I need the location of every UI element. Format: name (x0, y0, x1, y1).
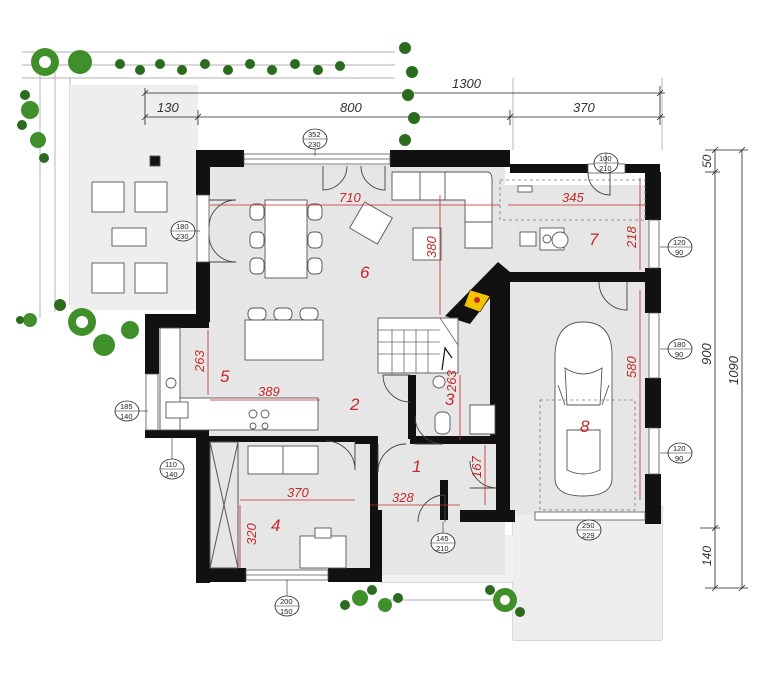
dim-top-offset: 50 (700, 154, 714, 168)
svg-text:120: 120 (673, 444, 686, 453)
dim-living-depth: 380 (424, 236, 439, 258)
dim-hall-depth: 167 (469, 456, 484, 478)
interior-dimension-lines (207, 178, 645, 568)
stair-treads (378, 317, 459, 373)
fireplace-icon (463, 289, 491, 313)
dim-kitchen-depth: 263 (192, 350, 207, 373)
opening-tag: 180 90 (667, 338, 693, 360)
svg-text:90: 90 (675, 454, 683, 463)
opening-tag: 250 229 (576, 519, 602, 541)
terrace (70, 85, 198, 310)
room-number-1: 1 (412, 457, 421, 476)
svg-text:230: 230 (176, 232, 189, 241)
svg-text:140: 140 (165, 470, 178, 479)
dim-terrace-width: 130 (157, 100, 179, 115)
svg-text:230: 230 (308, 140, 321, 149)
room-number-4: 4 (271, 516, 280, 535)
opening-tag: 120 90 (667, 236, 693, 258)
dim-entry-width: 328 (392, 490, 414, 505)
room-number-2: 2 (349, 395, 360, 414)
svg-text:90: 90 (675, 248, 683, 257)
dim-room4-width: 370 (287, 485, 309, 500)
wardrobe (209, 441, 239, 569)
svg-text:180: 180 (673, 340, 686, 349)
svg-text:250: 250 (582, 521, 595, 530)
opening-tag: 200 150 (274, 595, 300, 617)
svg-text:352: 352 (308, 130, 321, 139)
room-number-8: 8 (580, 417, 590, 436)
plants (16, 42, 525, 617)
svg-text:210: 210 (599, 164, 612, 173)
doors (208, 165, 628, 523)
svg-text:120: 120 (673, 238, 686, 247)
garage-parking-outline (499, 179, 646, 511)
svg-text:110: 110 (165, 460, 177, 469)
svg-text:185: 185 (120, 402, 133, 411)
svg-text:90: 90 (675, 350, 683, 359)
room-number-7: 7 (589, 230, 599, 249)
dim-total-depth: 1090 (726, 355, 741, 385)
opening-tag: 180 230 (170, 220, 196, 242)
svg-text:100: 100 (599, 154, 612, 163)
dim-garage-width: 370 (573, 100, 595, 115)
opening-tag: 110 140 (159, 458, 185, 480)
opening-tag: 120 90 (667, 442, 693, 464)
dim-bottom-offset: 140 (700, 546, 714, 566)
dim-total-width: 1300 (452, 76, 482, 91)
dim-room4-depth: 320 (244, 523, 259, 545)
svg-text:145: 145 (436, 534, 449, 543)
dim-garage-depth: 580 (624, 356, 639, 378)
dim-house-width: 800 (340, 100, 362, 115)
svg-text:229: 229 (582, 531, 595, 540)
dim-living-width: 710 (339, 190, 361, 205)
svg-text:180: 180 (176, 222, 189, 231)
dim-boiler-depth: 218 (624, 226, 639, 249)
room-number-3: 3 (445, 390, 455, 409)
dim-boiler-width: 345 (562, 190, 584, 205)
dim-house-depth: 900 (699, 343, 714, 365)
opening-tag: 145 210 (430, 532, 456, 554)
svg-text:150: 150 (280, 607, 293, 616)
dim-bath-depth: 263 (444, 370, 459, 393)
tag-leader-lines (139, 149, 668, 596)
opening-tag: 352 230 (302, 128, 328, 150)
furniture (159, 171, 613, 569)
opening-tag: 185 140 (114, 400, 140, 422)
svg-text:140: 140 (120, 412, 133, 421)
room-number-6: 6 (360, 263, 370, 282)
svg-text:210: 210 (436, 544, 449, 553)
room-number-5: 5 (220, 367, 230, 386)
dim-kitchen-width: 389 (258, 384, 280, 399)
svg-text:200: 200 (280, 597, 293, 606)
terrace-furniture (91, 155, 168, 294)
